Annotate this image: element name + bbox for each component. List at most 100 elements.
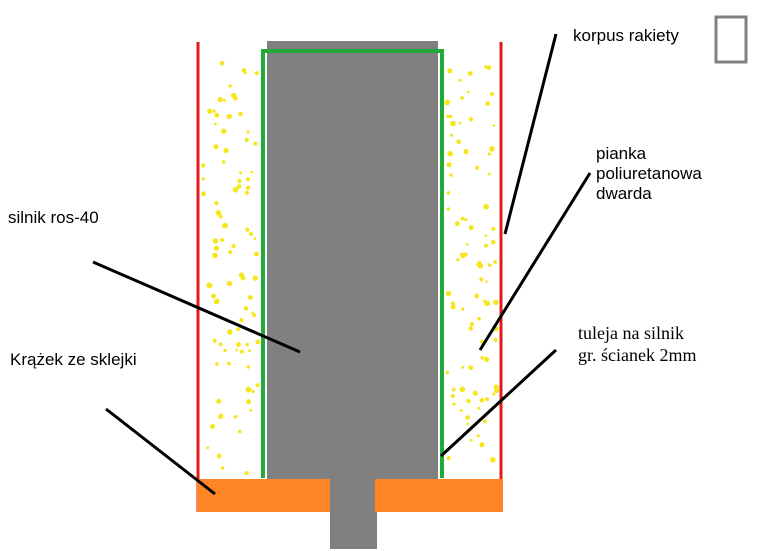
foam-dot [448,114,453,119]
foam-dot [468,326,473,331]
foam-dot [461,307,465,311]
foam-dot [487,152,491,156]
foam-dot [479,398,485,403]
foam-dot [237,179,242,184]
foam-dot [232,187,239,193]
foam-dot [456,139,462,145]
foam-dot [207,108,213,114]
foam-dot [477,406,481,410]
foam-dot [492,392,496,396]
foam-dot [493,299,499,305]
foam-dot [446,191,451,195]
foam-dot [223,348,227,353]
foam-dot [449,173,453,177]
foam-dot [211,293,216,299]
foam-dot [214,112,220,118]
foam-dot [252,275,258,281]
foam-dot [484,65,488,69]
foam-dot [480,356,484,360]
label-plywood-disc: Krążek ze sklejki [10,350,137,369]
foam-dot [458,78,462,82]
foam-dot [243,306,249,311]
motor-nozzle [330,479,377,549]
foam-dot [484,234,488,238]
leader-tuleja [439,348,558,458]
foam-dot [248,349,252,353]
foam-dot [239,350,243,354]
foam-dot [215,210,222,216]
foam-dot [255,339,261,345]
foam-dot [213,298,220,305]
foam-dot [220,466,225,470]
foam-dot [206,446,210,450]
foam-dot [216,453,222,459]
foam-dot [475,165,479,170]
foam-dot [216,398,222,404]
foam-dot [468,365,474,370]
foam-dot [222,222,228,229]
foam-dot [487,172,491,176]
foam-dot [238,111,243,117]
foam-dot [450,393,455,398]
foam-dot [253,237,257,240]
polyurethane-foam-fill [201,61,500,476]
foam-dot [493,337,498,342]
foam-dot [465,415,471,420]
foam-dot [450,301,456,306]
foam-dot [460,216,465,221]
foam-dot [214,201,219,206]
foam-dot [446,114,450,118]
foam-dot [238,429,242,434]
foam-dot [254,251,259,257]
foam-dot [458,121,462,125]
label-motor: silnik ros-40 [8,208,99,227]
label-body-tube: korpus rakiety [573,26,679,45]
foam-dot [487,263,492,268]
foam-dot [245,386,252,393]
foam-dot [483,203,490,210]
foam-dot [460,96,464,100]
foam-dot [450,120,456,127]
foam-dot [228,250,233,255]
foam-dot [447,150,453,157]
foam-dot [253,141,258,146]
foam-dot [239,318,244,323]
foam-dot [223,147,229,154]
leader-krazek [105,407,216,496]
foam-dot [217,96,223,103]
foam-dot [236,184,242,189]
foam-dot [227,361,231,366]
foam-dot [469,438,473,442]
foam-dot [489,91,495,96]
label-motor-sleeve: tuleja na silnik gr. ścianek 2mm [578,322,696,366]
plywood-disc-right [375,479,503,512]
foam-dot [255,383,260,388]
foam-dot [463,150,468,155]
foam-dot [231,92,237,99]
plywood-disc-left [197,479,330,512]
foam-dot [246,130,250,134]
foam-dot [228,84,232,88]
foam-dot [476,262,481,267]
foam-dot [465,243,469,246]
foam-dot [212,338,217,343]
label-foam-line-3: dwarda [596,184,652,203]
label-foam-line-1: pianka [596,144,647,163]
foam-dot [219,61,225,66]
foam-dot [227,329,233,335]
foam-dot [236,342,242,347]
label-polyurethane-foam: pianka poliuretanowa dwarda [596,144,702,204]
foam-dot [463,252,468,257]
foam-dot [214,122,217,126]
foam-dot [489,146,495,152]
foam-dot [447,68,453,74]
label-foam-line-2: poliuretanowa [596,164,702,183]
foam-dot [485,397,489,402]
foam-dot [446,207,451,211]
foam-dot [244,190,250,195]
foam-dot [445,370,450,375]
foam-dot [452,402,456,406]
foam-dot [206,282,213,289]
foam-dot [231,244,236,249]
foam-dot [484,356,490,362]
